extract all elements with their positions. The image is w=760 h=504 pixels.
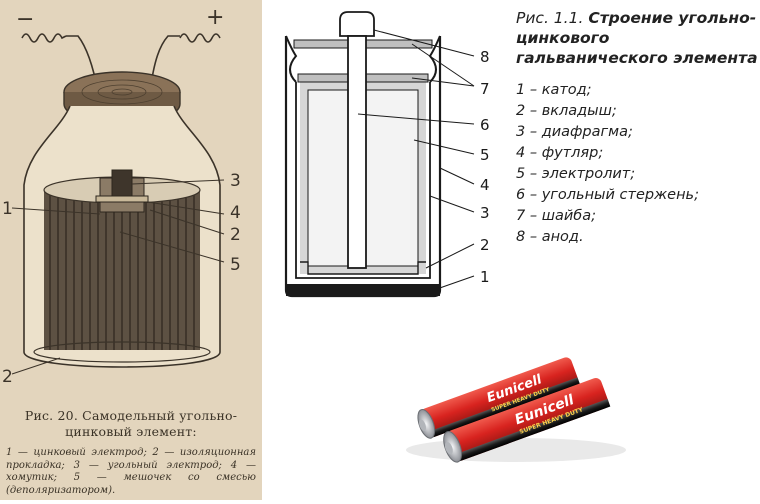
figure-legend: 1 – катод; 2 – вкладыш; 3 – диафрагма; 4… <box>516 80 760 248</box>
carbon-rod <box>347 35 367 269</box>
insulating-gasket <box>33 341 211 363</box>
positive-coil <box>179 33 221 43</box>
diagram-callout-3: 3 <box>480 204 490 222</box>
diagram-callout-1: 1 <box>480 268 490 286</box>
callout-3: 3 <box>230 171 241 191</box>
legend-item: 8 – анод. <box>516 229 584 245</box>
battery-back: Eunicell SUPER HEAVY DUTY <box>417 357 580 439</box>
callout-1: 1 <box>2 199 13 219</box>
cell-cross-section-diagram: 8 7 6 5 4 3 2 1 <box>284 11 490 298</box>
battery-photo: Eunicell SUPER HEAVY DUTY Eunicell SUPER… <box>340 310 660 500</box>
legend-item: 2 – вкладыш; <box>516 103 617 119</box>
diagram-callout-5: 5 <box>480 146 490 164</box>
legend-item: 3 – диафрагма; <box>516 124 633 140</box>
diagram-callout-6: 6 <box>480 116 490 134</box>
clamp <box>95 195 149 203</box>
legend-item: 4 – футляр; <box>516 145 604 161</box>
callout-2-bottom: 2 <box>2 367 13 387</box>
figure-number: Рис. 1.1. <box>516 9 584 27</box>
legend-item: 6 – угольный стержень; <box>516 187 699 203</box>
callout-5: 5 <box>230 255 241 275</box>
homemade-cell-drawing: − + <box>2 5 241 387</box>
insert <box>300 261 426 275</box>
shadow <box>406 438 626 462</box>
terminal-minus-label: − <box>16 7 34 32</box>
cathode-base <box>286 284 440 296</box>
terminal-plus-label: + <box>206 5 224 30</box>
callout-4: 4 <box>230 203 241 223</box>
figure-title-text: Строение угольно-цинкового гальваническо… <box>516 9 758 67</box>
anode-cap <box>339 11 375 37</box>
legend-item: 5 – электролит; <box>516 166 636 182</box>
negative-coil <box>21 33 67 43</box>
legend-item: 1 – катод; <box>516 82 592 98</box>
inner-wall <box>295 82 431 279</box>
left-crimp <box>285 35 298 83</box>
vintage-caption-legend: 1 — цинковый электрод; 2 — изоляционная … <box>6 447 256 496</box>
figure-caption-panel: Рис. 1.1. Строение угольно-цинкового гал… <box>516 8 760 248</box>
callout-2-right: 2 <box>230 225 241 245</box>
diagram-callout-7: 7 <box>480 80 490 98</box>
vintage-illustration-panel: − + <box>0 0 262 500</box>
legend-item: 7 – шайба; <box>516 208 596 224</box>
diagram-callout-4: 4 <box>480 176 490 194</box>
diagram-callout-8: 8 <box>480 48 490 66</box>
vintage-caption-title: Рис. 20. Самодельный угольно-цинковый эл… <box>24 408 238 439</box>
diagram-callout-2: 2 <box>480 236 490 254</box>
batteries-image: Eunicell SUPER HEAVY DUTY Eunicell SUPER… <box>406 357 626 463</box>
figure-title: Рис. 1.1. Строение угольно-цинкового гал… <box>516 8 760 68</box>
